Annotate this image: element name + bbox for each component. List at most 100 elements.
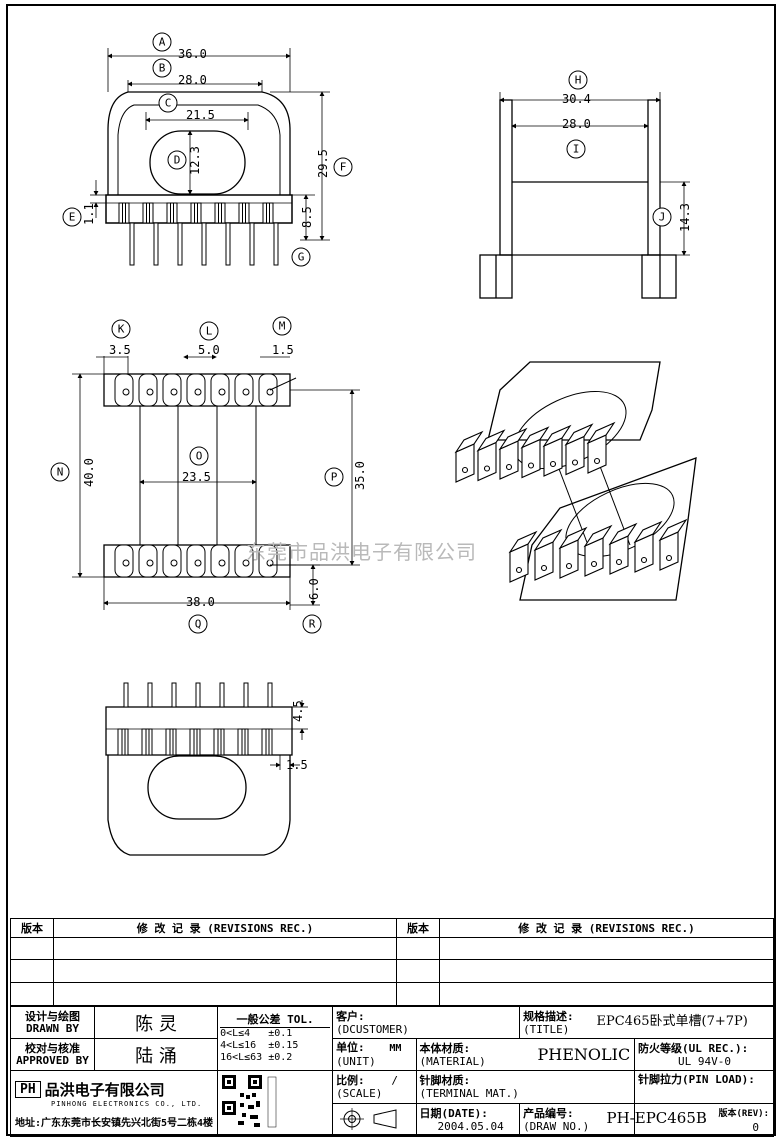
top-pin-hole [170, 388, 178, 396]
bottom-pin-terminal [267, 682, 273, 708]
callout-label-q: Q [195, 618, 202, 631]
company-name: 品洪电子有限公司 [44, 1080, 165, 1099]
isometric-pins [454, 421, 688, 583]
front-pin-lead [146, 202, 150, 224]
iso-pin-hole [640, 556, 648, 564]
top-pin-hole [170, 559, 178, 567]
iso-pin-top [542, 424, 572, 448]
iso-pin-hole [565, 562, 573, 570]
company-english: PINHONG ELECTRONICS CO., LTD. [51, 1099, 203, 1108]
front-dims [90, 48, 330, 241]
front-pin-lead [122, 202, 126, 224]
callout-label-h: H [575, 74, 582, 87]
callout-label-f: F [340, 161, 347, 174]
top-pin-hole [218, 559, 226, 567]
approver-name: 陆 涌 [93, 1038, 219, 1071]
rev-rec-header-left: 修 改 记 录 (REVISIONS REC.) [53, 918, 397, 938]
iso-pin-top [558, 526, 588, 550]
iso-pin-top [498, 427, 528, 451]
drawing-number-field: 产品编号:(DRAW NO.) PH-EPC465B [519, 1103, 707, 1137]
iso-pin-hole [549, 460, 557, 468]
bottom-pin-lead [145, 728, 150, 756]
designer-name: 陈 灵 [93, 1006, 219, 1039]
iso-pin-hole [615, 558, 623, 566]
callout-label-b: B [159, 62, 166, 75]
iso-pin-hole [483, 465, 491, 472]
watermark-text: 东莞市品洪电子有限公司 [246, 540, 477, 564]
dim-f: 29.5 [316, 149, 330, 178]
projection-symbol [332, 1103, 417, 1137]
iso-pin-hole [665, 554, 673, 562]
front-pin-terminal [225, 222, 231, 266]
front-pin-lead [218, 202, 222, 224]
top-dims [72, 354, 360, 610]
callout-circle-l [199, 321, 219, 341]
front-pin-lead [194, 202, 198, 224]
callout-circle-c [158, 93, 178, 113]
front-pin-terminal [177, 222, 183, 266]
bottom-pin-lead [241, 728, 246, 756]
callout-label-g: G [298, 251, 305, 264]
callout-circle-r [302, 614, 322, 634]
callout-circle-q [188, 614, 208, 634]
company-address: 地址:广东东莞市长安镇先兴北街5号二栋4楼 [15, 1117, 214, 1129]
dim-h: 30.4 [562, 92, 591, 106]
front-pin-terminal [273, 222, 279, 266]
iso-pin-top [583, 524, 613, 548]
callout-label-r: R [309, 618, 316, 631]
top-pin-hole [122, 388, 130, 396]
dim-b: 28.0 [178, 73, 207, 87]
dim-k: 3.5 [109, 343, 131, 357]
iso-pin-hole [593, 457, 601, 465]
iso-pin-hole [540, 564, 548, 572]
front-pin-terminal [153, 222, 159, 266]
scale-field: 比例: /(SCALE) [332, 1070, 417, 1104]
top-pin-hole [266, 388, 274, 396]
callout-label-c: C [165, 97, 172, 110]
dim-o: 23.5 [182, 470, 211, 484]
callout-circle-j [652, 207, 672, 227]
front-pin-terminal [249, 222, 255, 266]
qr-code-icon [222, 1075, 277, 1128]
iso-pin-hole [515, 566, 523, 574]
dim-m: 1.5 [272, 343, 294, 357]
callout-circle-k [111, 319, 131, 339]
iso-pin-top [633, 520, 663, 544]
revisions-table: 版本 修 改 记 录 (REVISIONS REC.) 版本 修 改 记 录 (… [10, 918, 774, 1006]
bottom-pin-lead [193, 728, 198, 756]
iso-pin-top [658, 518, 688, 542]
company-block: PH 品洪电子有限公司 PINHONG ELECTRONICS CO., LTD… [9, 1070, 219, 1137]
front-pin-lead [266, 202, 270, 224]
bottom-pin-terminal [219, 682, 225, 708]
dim-c: 21.5 [186, 108, 215, 122]
dim-d: 12.3 [188, 146, 202, 175]
front-pin-lead [170, 202, 174, 224]
pin-load-field: 针脚拉力(PIN LOAD): [634, 1070, 774, 1104]
side-view [479, 99, 677, 299]
dim-s1: 4.5 [291, 700, 305, 722]
top-pin-hole [146, 559, 154, 567]
unit-field: 单位: MM(UNIT) [332, 1038, 417, 1071]
callout-label-i: I [573, 143, 580, 156]
callout-circle-i [566, 139, 586, 159]
top-pin-hole [194, 559, 202, 567]
bottom-dims [270, 700, 308, 770]
callout-label-l: L [206, 325, 213, 338]
top-pin-hole [242, 559, 250, 567]
rev-rec-header-right: 修 改 记 录 (REVISIONS REC.) [439, 918, 774, 938]
qr-code [217, 1070, 334, 1137]
dim-l: 5.0 [198, 343, 220, 357]
dim-n: 40.0 [82, 458, 96, 487]
ul-field: 防火等级(UL REC.):UL 94V-0 [634, 1038, 774, 1071]
iso-pin-top [564, 423, 594, 446]
callout-label-j: J [659, 211, 666, 224]
bottom-pin-lead [265, 728, 270, 756]
bottom-pin-lead [169, 728, 174, 756]
top-pin-hole [242, 388, 250, 396]
iso-pin-top [520, 426, 550, 449]
bottom-pin-terminal [243, 682, 249, 708]
dim-a: 36.0 [178, 47, 207, 61]
